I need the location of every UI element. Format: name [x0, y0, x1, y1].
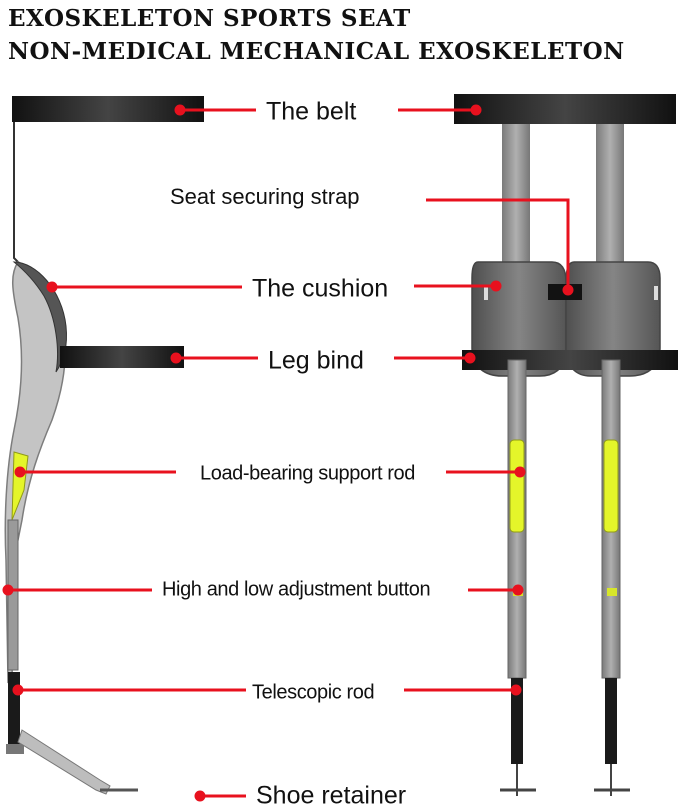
callout-belt-left-dot: [174, 104, 186, 116]
label-cushion: The cushion: [252, 274, 389, 303]
callout-legbind-left-dot: [170, 352, 182, 364]
callout-legbind-right-dot: [464, 352, 476, 364]
callout-seat-strap: [426, 198, 570, 290]
cushion-slot-2: [654, 286, 658, 300]
callout-telescopic-left-dot: [12, 684, 24, 696]
cushion-front-right: [565, 261, 661, 377]
label-shoe-retainer: Shoe retainer: [256, 781, 407, 810]
callout-cushion-left-dot: [46, 281, 58, 293]
label-support-rod: Load-bearing support rod: [200, 462, 415, 485]
leg-bind-left: [60, 346, 184, 368]
telescopic-front-right: [605, 678, 617, 764]
callout-telescopic-right-dot: [510, 684, 522, 696]
label-telescopic-rod: Telescopic rod: [252, 681, 375, 704]
telescopic-rod-side: [8, 672, 20, 748]
belt-strap-left: [12, 96, 204, 122]
leg-bind-right: [462, 350, 678, 370]
adjust-button-front-right: [607, 588, 617, 596]
title-line-1: EXOSKELETON SPORTS SEAT: [8, 5, 411, 32]
callout-support-left-dot: [14, 466, 26, 478]
callout-shoe-dot: [194, 790, 206, 802]
label-seat-strap: Seat securing strap: [170, 184, 360, 209]
callouts: [2, 104, 574, 802]
title-line-2: NON-MEDICAL MECHANICAL EXOSKELETON: [8, 38, 625, 65]
support-highlight-front-right: [603, 439, 619, 533]
upright-left: [502, 124, 530, 270]
frame-line: [13, 122, 21, 265]
callout-adjust-left-dot: [2, 584, 14, 596]
callout-seat-strap-dot: [562, 284, 574, 296]
belt-strap-right: [454, 94, 676, 124]
callout-cushion-right-dot: [490, 280, 502, 292]
foot-link: [17, 729, 111, 795]
label-leg-bind: Leg bind: [268, 346, 364, 375]
callout-adjust-right-dot: [512, 584, 524, 596]
callout-support-right-dot: [514, 466, 526, 478]
cushion-slot-1: [484, 286, 488, 300]
support-highlight-front-left: [509, 439, 525, 533]
callout-belt-right-dot: [470, 104, 482, 116]
label-belt: The belt: [266, 97, 357, 126]
label-adjust-button: High and low adjustment button: [162, 578, 431, 601]
telescopic-front-left: [511, 678, 523, 764]
title-block: EXOSKELETON SPORTS SEAT NON-MEDICAL MECH…: [8, 2, 625, 68]
upright-right: [596, 124, 624, 270]
foot-pad-side: [6, 744, 24, 754]
